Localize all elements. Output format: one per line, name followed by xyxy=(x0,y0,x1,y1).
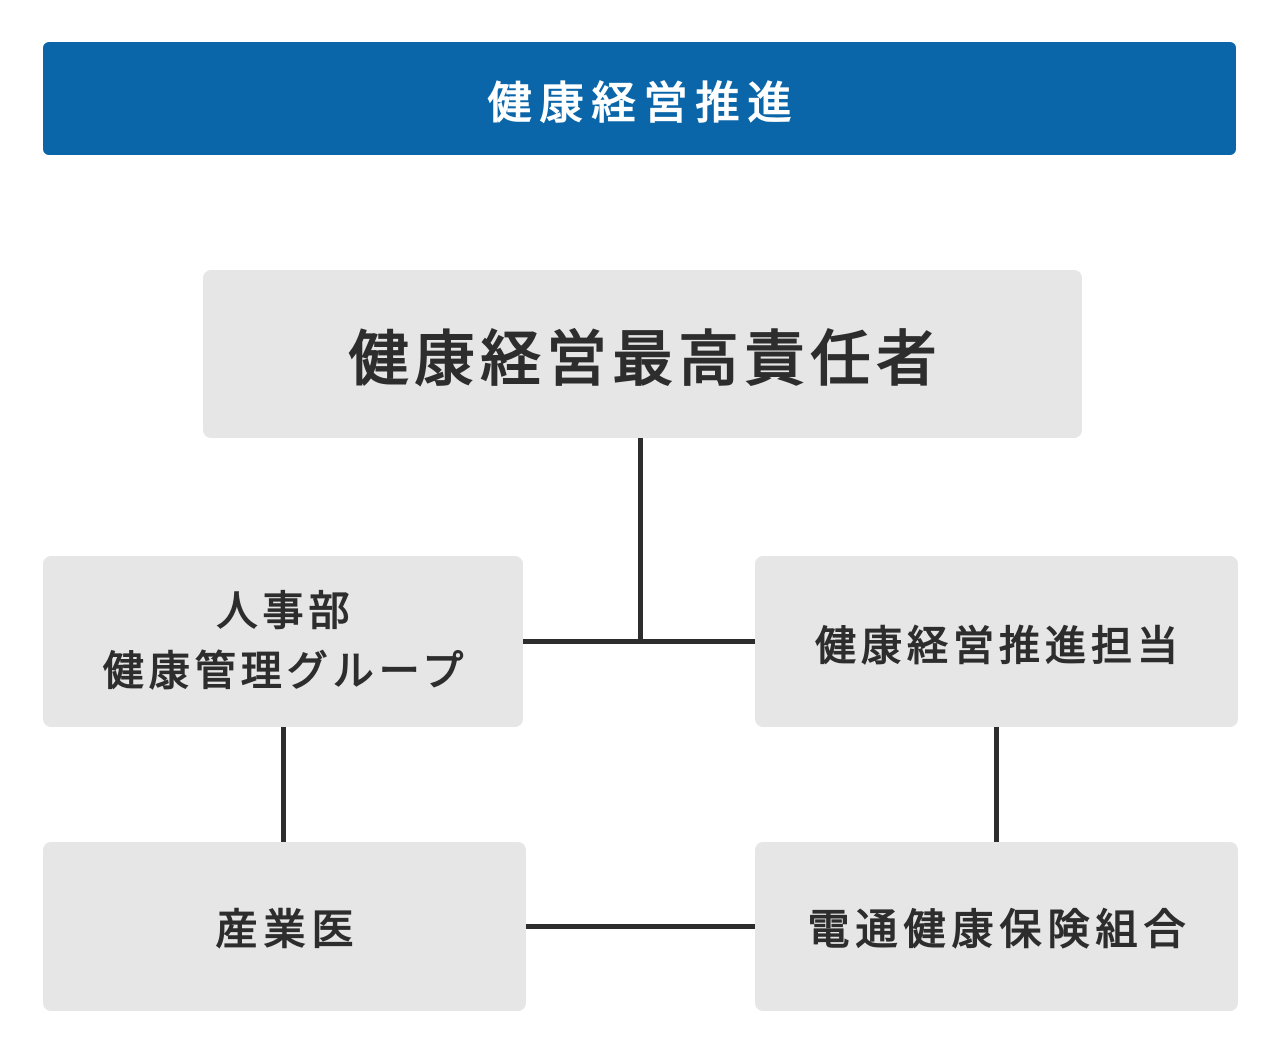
node-label-line-2: 健康管理グループ xyxy=(102,647,469,694)
node-health-promotion-staff: 健康経営推進担当 xyxy=(755,556,1238,727)
connector-bottom-row-horizontal xyxy=(526,924,755,929)
node-label: 健康経営最高責任者 xyxy=(348,325,943,393)
node-hr-health-management-group: 人事部 健康管理グループ xyxy=(43,556,523,727)
connector-chief-to-middle-row xyxy=(638,438,643,644)
node-label: 電通健康保険組合 xyxy=(807,906,1192,953)
node-health-insurance-union: 電通健康保険組合 xyxy=(755,842,1238,1011)
connector-staff-to-insurance-union xyxy=(994,727,999,842)
node-label: 健康経営推進担当 xyxy=(815,622,1183,669)
connector-hr-group-to-physician xyxy=(281,727,286,842)
chart-title: 健康経営推進 xyxy=(487,78,800,128)
node-occupational-physician: 産業医 xyxy=(43,842,526,1011)
node-label-line-1: 人事部 xyxy=(216,588,355,635)
node-label: 産業医 xyxy=(215,906,360,953)
node-chief-health-officer: 健康経営最高責任者 xyxy=(203,270,1082,438)
chart-title-banner: 健康経営推進 xyxy=(43,42,1236,155)
connector-middle-row-horizontal xyxy=(523,639,755,644)
